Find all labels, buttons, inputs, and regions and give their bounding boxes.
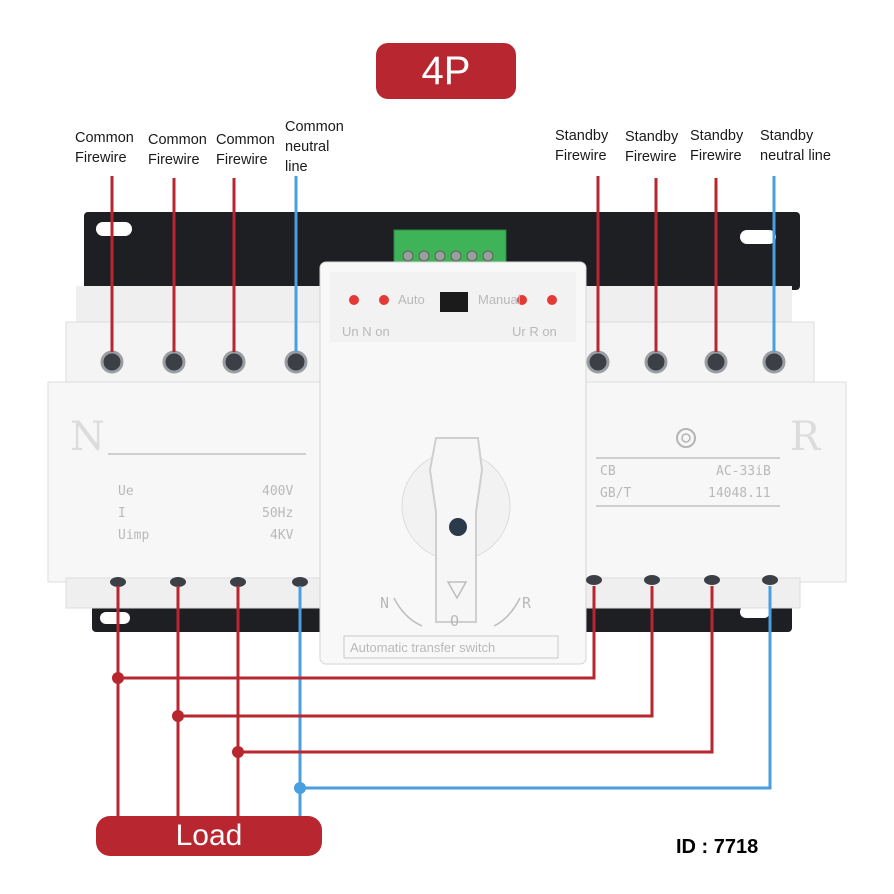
image-id: ID : 7718 <box>676 836 759 858</box>
right-led-labels: Ur R on <box>512 324 557 339</box>
left-breaker-module <box>47 286 331 609</box>
ccc-mark-icon <box>676 428 696 448</box>
spec-name: Uimp <box>118 528 150 543</box>
led-n-on <box>379 295 389 305</box>
led-ur <box>517 295 527 305</box>
right-breaker-module <box>567 286 847 609</box>
spec-name: Ue <box>118 484 134 499</box>
cert-name: CB <box>600 464 616 479</box>
output-wires <box>112 586 772 824</box>
spec-name: I <box>118 506 126 521</box>
led-un <box>349 295 359 305</box>
load-label: Load <box>175 819 243 852</box>
input-r-letter: R <box>790 414 821 460</box>
load-badge: Load <box>96 816 322 856</box>
spec-value: 400V <box>262 484 294 499</box>
controller-unit <box>319 261 587 665</box>
input-wires <box>110 176 776 352</box>
left-led-labels: Un N on <box>342 324 390 339</box>
dial-r-label: R <box>522 594 532 612</box>
mode-switch <box>440 292 468 312</box>
product-name: Automatic transfer switch <box>350 640 496 655</box>
handle-screw <box>449 518 467 536</box>
dial-o-label: O <box>450 612 460 630</box>
terminal-screws-bottom <box>110 575 778 587</box>
cert-name: GB/T <box>600 486 632 501</box>
auto-label: Auto <box>398 292 425 307</box>
spec-value: 50Hz <box>262 506 294 521</box>
spec-value: 4KV <box>270 528 294 543</box>
dial-n-label: N <box>380 594 390 612</box>
input-n-letter: N <box>70 414 105 460</box>
led-r-on <box>547 295 557 305</box>
pole-count-badge: 4P <box>376 43 516 99</box>
terminal-screws-top <box>100 350 786 374</box>
manual-label: Manual <box>478 292 521 307</box>
cert-value: 14048.11 <box>708 486 771 501</box>
cert-value: AC-33iB <box>716 464 771 479</box>
pole-count-text: 4P <box>421 48 471 93</box>
